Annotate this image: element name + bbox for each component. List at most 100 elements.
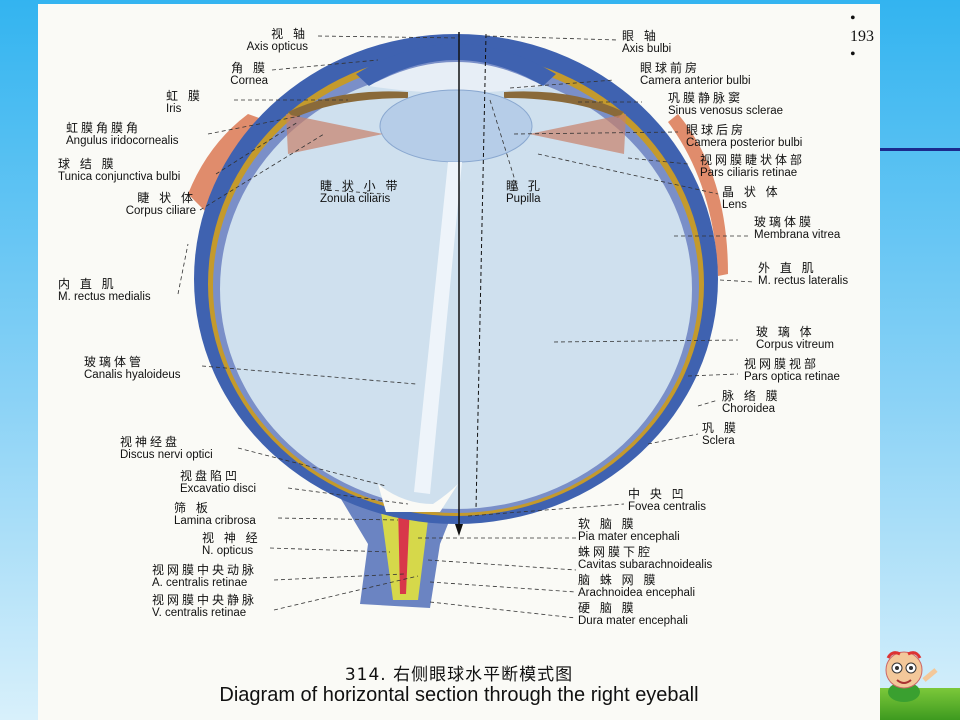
central-retinal-artery <box>398 504 410 594</box>
label-en: V. centralis retinae <box>152 607 247 619</box>
label-en: Lamina cribrosa <box>174 515 256 527</box>
label-en: Tunica conjunctiva bulbi <box>58 171 181 183</box>
leader-lines <box>177 35 755 619</box>
label-zh: 眼球后房 <box>686 123 747 137</box>
label-zh: 眼 轴 <box>622 29 659 43</box>
label-en: Sclera <box>702 435 735 447</box>
label-corpus-vitreum: 玻 璃 体 Corpus vitreum <box>756 326 834 352</box>
label-cornea: 角 膜 Cornea <box>158 62 268 88</box>
label-pupilla: 瞳 孔 Pupilla <box>506 180 543 206</box>
label-arachnoidea: 脑 蛛 网 膜 Arachnoidea encephali <box>578 574 695 600</box>
label-zh: 角 膜 <box>231 61 268 75</box>
label-v-centralis: 视网膜中央静脉 V. centralis retinae <box>152 594 257 620</box>
label-excavatio: 视盘陷凹 Excavatio disci <box>180 470 256 496</box>
label-iris: 虹 膜 Iris <box>166 90 246 116</box>
label-zh: 眼球前房 <box>640 61 701 75</box>
label-en: Cavitas subarachnoidealis <box>578 559 713 571</box>
label-en: N. opticus <box>202 545 254 557</box>
label-axis-bulbi: 眼 轴 Axis bulbi <box>622 30 671 56</box>
ciliary-body-right <box>529 114 626 154</box>
label-en: Dura mater encephali <box>578 615 688 627</box>
label-camera-posterior: 眼球后房 Camera posterior bulbi <box>686 124 802 150</box>
label-en: Camera posterior bulbi <box>686 137 803 149</box>
label-en: Axis bulbi <box>622 43 672 55</box>
cartoon-mascot-icon <box>885 651 938 702</box>
label-axis-opticus: 视 轴 Axis opticus <box>198 28 308 54</box>
label-zh: 巩 膜 <box>702 421 739 435</box>
label-fovea: 中 央 凹 Fovea centralis <box>628 488 706 514</box>
label-en: Choroidea <box>722 403 776 415</box>
label-zh: 视网膜睫状体部 <box>700 153 806 167</box>
label-corpus-ciliare: 睫 状 体 Corpus ciliare <box>78 192 196 218</box>
label-en: Zonula ciliaris <box>320 193 391 205</box>
label-zh: 筛 板 <box>174 501 211 515</box>
label-en: Canalis hyaloideus <box>84 369 181 381</box>
label-zh: 脉 络 膜 <box>722 389 781 403</box>
label-en: Axis opticus <box>246 41 308 53</box>
label-en: Pars optica retinae <box>744 371 840 383</box>
label-zh: 虹 膜 <box>166 89 203 103</box>
label-zh: 视网膜视部 <box>744 357 820 371</box>
label-zh: 虹膜角膜角 <box>66 121 142 135</box>
label-en: Corpus vitreum <box>756 339 834 351</box>
anterior-chamber <box>369 62 543 93</box>
label-en: Camera anterior bulbi <box>640 75 751 87</box>
label-pia: 软 脑 膜 Pia mater encephali <box>578 518 680 544</box>
vitreous-body <box>220 69 692 509</box>
label-cavitas: 蛛网膜下腔 Cavitas subarachnoidealis <box>578 546 712 572</box>
cornea-shape <box>356 44 556 86</box>
label-zh: 晶 状 体 <box>722 185 781 199</box>
label-lamina: 筛 板 Lamina cribrosa <box>174 502 256 528</box>
label-sinus: 巩膜静脉窦 Sinus venosus sclerae <box>668 92 783 118</box>
figure-caption-en: Diagram of horizontal section through th… <box>219 684 699 706</box>
label-discus: 视神经盘 Discus nervi optici <box>120 436 213 462</box>
label-zh: 玻璃体管 <box>84 355 145 369</box>
iris-left <box>288 91 408 118</box>
label-zh: 蛛网膜下腔 <box>578 545 654 559</box>
label-pars-optica: 视网膜视部 Pars optica retinae <box>744 358 840 384</box>
label-zh: 瞳 孔 <box>506 179 543 193</box>
label-angulus: 虹膜角膜角 Angulus iridocornealis <box>66 122 179 148</box>
label-zh: 软 脑 膜 <box>578 517 637 531</box>
label-rectus-lateralis: 外 直 肌 M. rectus lateralis <box>758 262 848 288</box>
label-zh: 巩膜静脉窦 <box>668 91 744 105</box>
label-en: Pars ciliaris retinae <box>700 167 798 179</box>
axis-arrowhead <box>455 524 463 536</box>
label-membrana: 玻璃体膜 Membrana vitrea <box>754 216 840 242</box>
label-zh: 球 结 膜 <box>58 157 117 171</box>
label-zh: 睫 状 体 <box>137 191 196 205</box>
label-a-centralis: 视网膜中央动脉 A. centralis retinae <box>152 564 257 590</box>
label-zh: 中 央 凹 <box>628 487 687 501</box>
label-en: Iris <box>166 103 182 115</box>
label-rectus-medialis: 内 直 肌 M. rectus medialis <box>58 278 151 304</box>
lens-shape <box>379 89 533 163</box>
label-zh: 玻 璃 体 <box>756 325 815 339</box>
textbook-page: • 193 • 视 轴 Axis opticus 角 膜 Cornea 虹 膜 … <box>38 4 880 720</box>
label-en: A. centralis retinae <box>152 577 248 589</box>
axis-bulbi-line <box>475 33 487 510</box>
label-camera-anterior: 眼球前房 Camera anterior bulbi <box>640 62 751 88</box>
optic-disc <box>378 484 458 512</box>
label-tunica: 球 结 膜 Tunica conjunctiva bulbi <box>58 158 180 184</box>
label-zh: 脑 蛛 网 膜 <box>578 573 659 587</box>
slide-divider-line <box>880 148 960 151</box>
iris-right <box>504 91 624 118</box>
label-dura: 硬 脑 膜 Dura mater encephali <box>578 602 688 628</box>
label-zh: 内 直 肌 <box>58 277 117 291</box>
lateral-rectus-muscle <box>668 114 728 276</box>
figure-caption-zh: 314. 右侧眼球水平断模式图 <box>344 665 574 685</box>
hyaloid-canal <box>414 162 462 494</box>
eyeball-diagram <box>177 32 755 619</box>
label-en: Angulus iridocornealis <box>66 135 179 147</box>
label-lens: 晶 状 体 Lens <box>722 186 781 212</box>
label-pars-ciliaris: 视网膜睫状体部 Pars ciliaris retinae <box>700 154 805 180</box>
label-sclera: 巩 膜 Sclera <box>702 422 739 448</box>
label-zh: 视网膜中央静脉 <box>152 593 258 607</box>
slide-right-strip <box>880 0 960 720</box>
label-en: Discus nervi optici <box>120 449 213 461</box>
label-choroidea: 脉 络 膜 Choroidea <box>722 390 781 416</box>
label-zh: 玻璃体膜 <box>754 215 815 229</box>
label-zh: 外 直 肌 <box>758 261 817 275</box>
label-canalis: 玻璃体管 Canalis hyaloideus <box>84 356 181 382</box>
label-en: M. rectus medialis <box>58 291 151 303</box>
